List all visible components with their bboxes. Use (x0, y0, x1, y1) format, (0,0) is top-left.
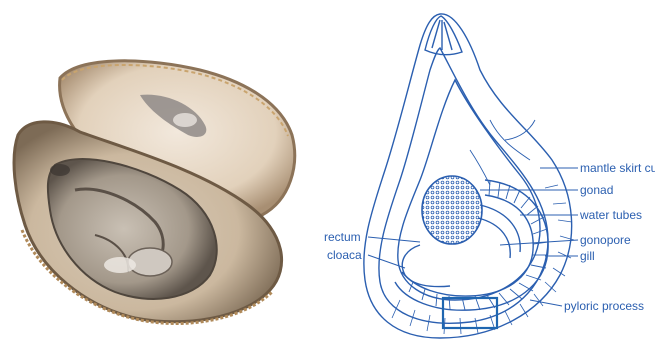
meat-highlight (104, 257, 136, 273)
mantle-ray (558, 220, 572, 222)
anatomy-diagram (364, 14, 578, 338)
upper-shell-highlight (173, 113, 197, 127)
leader-rectum (368, 237, 420, 242)
gonad (422, 176, 482, 244)
leader-cloaca (368, 255, 405, 268)
diagram-shell-outline (364, 14, 572, 338)
gill-striation (506, 185, 510, 199)
label-gonopore: gonopore (580, 233, 631, 247)
gill-striation (510, 289, 522, 299)
mantle-ray (545, 185, 558, 188)
mantle-ray (427, 315, 430, 331)
oyster-photo (14, 61, 295, 324)
gill-striation (436, 294, 437, 306)
mantle-ray (444, 318, 445, 334)
label-gill: gill (580, 249, 595, 263)
gill-striation (521, 197, 530, 208)
rectum-tube (402, 245, 450, 287)
label-water-tubes: water tubes (579, 208, 642, 222)
mantle-ray (460, 318, 461, 334)
gill-striation (531, 217, 544, 224)
meat-highlight-2 (50, 164, 70, 176)
label-cloaca: cloaca (327, 248, 362, 262)
water-tubes (478, 205, 520, 258)
label-pyloric: pyloric process (564, 299, 644, 313)
gill-striation (514, 190, 520, 203)
mantle-ray (553, 203, 566, 204)
mantle-ray (392, 300, 400, 318)
gill-striation (527, 206, 538, 215)
mantle-ray (560, 236, 574, 240)
label-rectum: rectum (324, 230, 361, 244)
label-gonad: gonad (580, 183, 613, 197)
label-mantle: mantle skirt cu (580, 161, 655, 175)
